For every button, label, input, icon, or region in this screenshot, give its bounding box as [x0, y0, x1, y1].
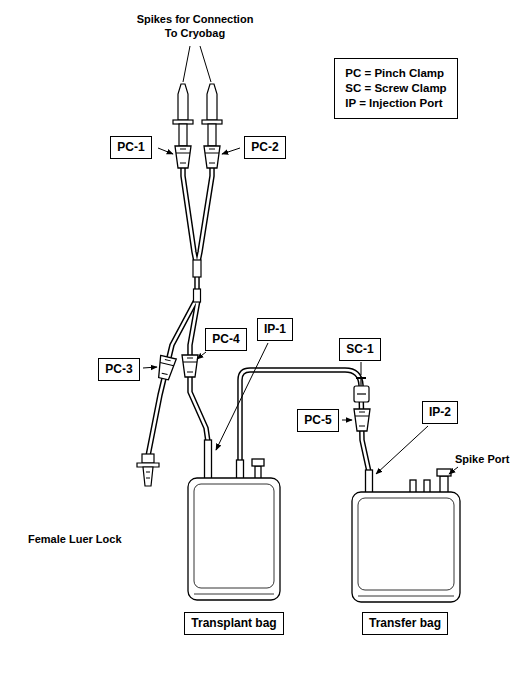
callout-text: SC-1 [346, 342, 373, 357]
callout-box: PC-2 [244, 136, 285, 159]
transplant-bag [188, 440, 280, 600]
spike [173, 84, 222, 146]
legend-box: PC = Pinch ClampSC = Screw ClampIP = Inj… [334, 58, 457, 119]
callout-box: PC-1 [110, 136, 151, 159]
callout-box: PC-4 [205, 328, 246, 351]
legend-entry: SC = Screw Clamp [345, 81, 446, 96]
callout-box: SC-1 [339, 338, 380, 361]
screw-clamp [354, 378, 369, 402]
leader-line [183, 46, 211, 82]
tubing [148, 146, 369, 472]
callout-text: Transfer bag [369, 616, 441, 631]
callout-box: PC-5 [297, 409, 338, 432]
callout-text: IP-1 [264, 322, 286, 337]
callout-box: IP-1 [257, 318, 293, 341]
title-note: Spikes for Connection To Cryobag [131, 12, 259, 40]
callout-text: PC-2 [251, 140, 278, 155]
legend-entry: PC = Pinch Clamp [345, 66, 446, 81]
leader-line [143, 148, 458, 474]
transfer-bag [352, 469, 460, 602]
callout-text: PC-4 [212, 332, 239, 347]
callout-box: PC-3 [98, 358, 139, 381]
part-label: Spike Port [455, 452, 509, 466]
callout-text: IP-2 [429, 405, 451, 420]
callout-text: PC-3 [105, 362, 132, 377]
callout-text: PC-5 [304, 413, 331, 428]
bag-label-box: Transplant bag [184, 612, 283, 635]
callout-text: Transplant bag [191, 616, 276, 631]
bag-label-box: Transfer bag [362, 612, 448, 635]
callout-text: PC-1 [117, 140, 144, 155]
luer-lock [137, 454, 159, 486]
legend-entry: IP = Injection Port [345, 96, 446, 111]
callout-box: IP-2 [422, 401, 458, 424]
y-connector [193, 260, 201, 302]
pinch-clamp [156, 146, 370, 431]
part-label: Female Luer Lock [28, 532, 122, 546]
